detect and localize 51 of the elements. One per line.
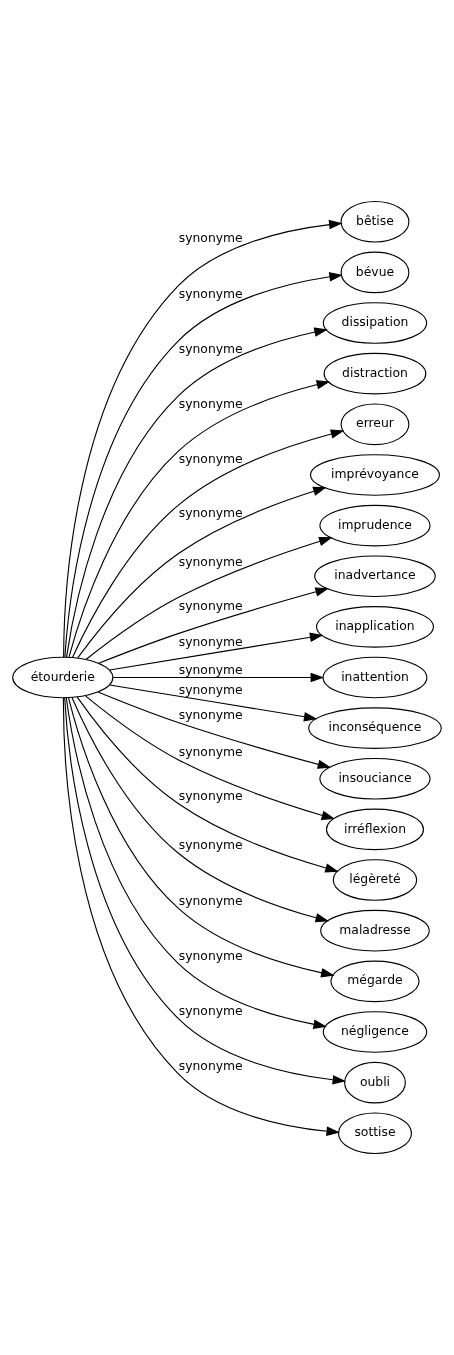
node-ellipse: étourderie [12,656,114,699]
node-ellipse: légèreté [332,859,418,901]
arrow [109,684,318,722]
edge-label: synonyme [178,1059,243,1073]
arrow [109,632,324,671]
arrow [68,697,335,978]
node-ellipse: distraction [323,352,427,395]
node-ellipse: erreur [340,403,410,446]
node-ellipse: oubli [344,1061,406,1104]
node-ellipse: inconséquence [308,707,442,749]
node-ellipse: maladresse [320,909,430,952]
edge-label: synonyme [178,893,243,908]
node-ellipse: irréflexion [325,808,425,851]
edge-label: synonyme [178,554,243,569]
arrow [112,672,325,683]
edge-label: synonyme [178,287,243,302]
edge-label: synonyme [178,1003,243,1018]
edge-label: synonyme [178,707,243,722]
node-ellipse: bêtise [340,200,410,243]
edge-label: synonyme [178,683,243,698]
edge-label: synonyme [178,662,243,677]
node-ellipse: mégarde [330,960,420,1003]
edge-label: synonyme [178,745,243,760]
arrow [77,486,327,659]
node-ellipse: bévue [340,251,410,294]
arrow [68,380,331,658]
edge-label: synonyme [178,598,243,613]
arrow [97,691,332,769]
node-ellipse: inattention [322,656,428,699]
edge-label: synonyme [178,506,243,521]
edge-label: synonyme [178,452,243,467]
edge-label: synonyme [178,230,243,245]
arrow [84,695,336,820]
arrow [72,429,345,658]
arrow [65,327,328,658]
node-ellipse: négligence [322,1011,428,1053]
edge-label: synonyme [178,342,243,357]
arrow [85,536,333,660]
arrow [71,696,330,923]
edge-label: synonyme [178,948,243,963]
node-ellipse: sottise [337,1112,413,1155]
edge-label: synonyme [178,838,243,853]
edge-label: synonyme [178,788,243,803]
edge-label: synonyme [178,634,243,649]
edge-label: synonyme [178,397,243,412]
arrow [76,696,339,873]
arrow [98,587,329,664]
arrow [65,697,327,1029]
node-ellipse: insouciance [319,757,431,800]
node-ellipse: dissipation [322,302,428,344]
node-ellipse: inapplication [315,606,434,648]
